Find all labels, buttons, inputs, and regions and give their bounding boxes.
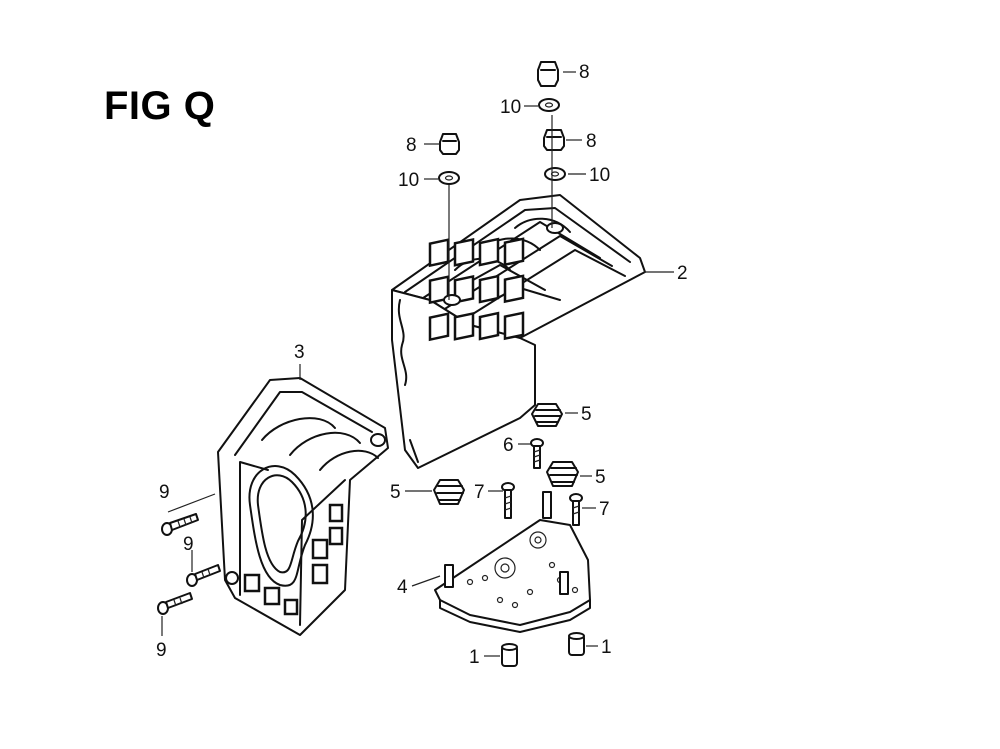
callout-1-left: 1 [469, 647, 480, 668]
callout-9-middle: 9 [183, 534, 194, 555]
callout-5-upper: 5 [581, 404, 592, 425]
callout-10-left: 10 [398, 170, 419, 191]
part-4-base-plate [434, 519, 591, 633]
part-9-bolt-middle [186, 564, 221, 587]
callout-2: 2 [677, 263, 688, 284]
callout-labels: 8 10 8 10 8 10 2 3 5 5 5 6 7 7 4 1 1 9 9… [156, 62, 688, 668]
part-5-mount-left [433, 479, 465, 505]
callout-6: 6 [503, 435, 514, 456]
part-7-bolt-left [501, 482, 515, 519]
callout-5-left: 5 [390, 482, 401, 503]
callout-8-right: 8 [586, 131, 597, 152]
part-6-bolt [530, 438, 544, 469]
callout-8-left: 8 [406, 135, 417, 156]
callout-3: 3 [294, 342, 305, 363]
callout-9-bottom: 9 [156, 640, 167, 661]
callout-10-top: 10 [500, 97, 521, 118]
callout-4: 4 [397, 577, 408, 598]
part-4-stud-left [444, 564, 454, 588]
callout-5-right: 5 [595, 467, 606, 488]
part-10-washer-right [544, 167, 566, 181]
part-2-upper-bracket [391, 194, 646, 469]
part-1-cap-left [501, 643, 518, 667]
figure-title: FIG Q [104, 84, 216, 128]
part-5-mount-upper [531, 403, 563, 427]
part-8-nut-right [543, 129, 565, 151]
part-4-stud-center [542, 491, 552, 519]
part-1-cap-right [568, 632, 585, 656]
part-7-bolt-right [569, 493, 583, 526]
part-8-nut-left [439, 133, 460, 155]
callout-8-top: 8 [579, 62, 590, 83]
leader-lines [161, 71, 674, 657]
part-5-mount-right [546, 461, 579, 487]
callout-1-right: 1 [601, 637, 612, 658]
part-2-grid-cells [428, 237, 525, 342]
part-9-bolt-top [161, 513, 199, 536]
callout-9-top: 9 [159, 482, 170, 503]
part-4-stud-right [559, 571, 569, 595]
part-9-bolt-bottom [157, 592, 193, 615]
part-8-nut-top [537, 61, 559, 87]
part-10-washer-left [438, 171, 460, 185]
part-10-washer-top [538, 98, 560, 112]
callout-7-right: 7 [599, 499, 610, 520]
callout-7-left: 7 [474, 482, 485, 503]
callout-10-right: 10 [589, 165, 610, 186]
part-3-rear-plate [217, 377, 389, 636]
